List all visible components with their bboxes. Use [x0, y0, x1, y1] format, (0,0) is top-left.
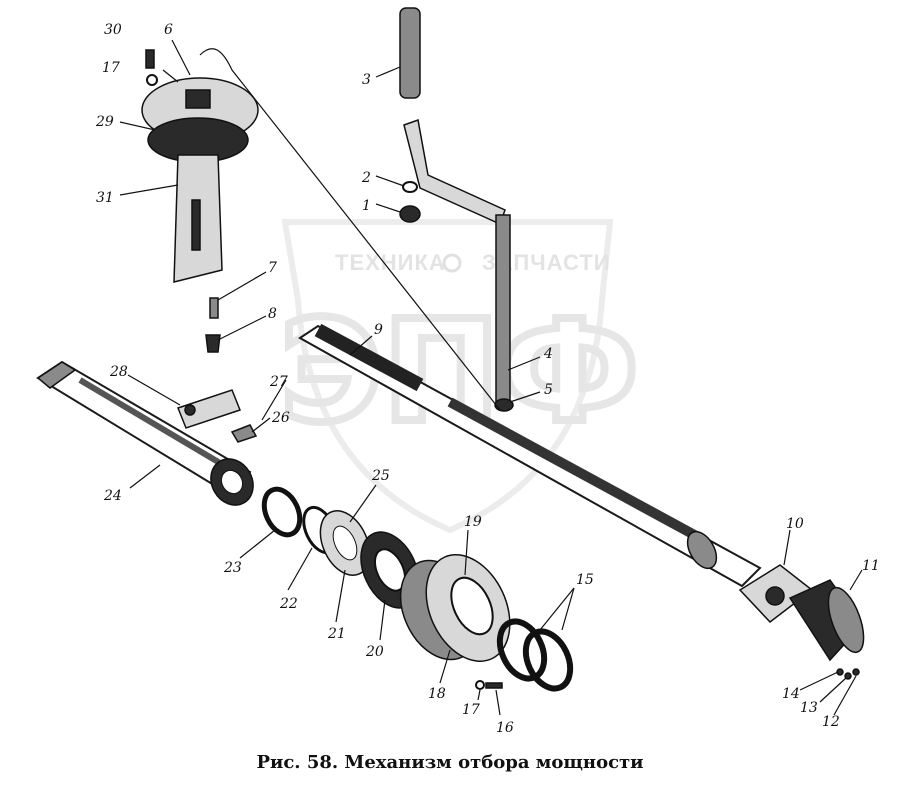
part-1-nut [399, 205, 421, 223]
callout-13: 13 [800, 700, 818, 716]
callout-16: 16 [496, 720, 514, 736]
part-16-bolt [485, 682, 503, 689]
watermark: ТЕХНИКА ЗАПЧАСТИ ЭПФ [276, 219, 643, 534]
callout-12: 12 [822, 714, 840, 730]
callout-26: 26 [271, 410, 290, 426]
callout-30: 30 [104, 22, 122, 38]
part-7-spring [209, 297, 219, 319]
callout-23: 23 [223, 560, 242, 576]
part-24-hollow-shaft [36, 360, 254, 506]
callout-20: 20 [365, 644, 384, 660]
callout-22: 22 [279, 596, 298, 612]
callout-5: 5 [544, 382, 553, 398]
part-4-lever-rod [403, 118, 514, 412]
part-26-pin [230, 424, 258, 443]
cable-line [199, 48, 501, 411]
callout-17-top: 17 [102, 60, 120, 76]
callout-31: 31 [96, 190, 114, 206]
part-18-flange-housing [425, 554, 511, 662]
part-28-fork [177, 389, 241, 429]
callout-4: 4 [543, 346, 553, 362]
callout-14: 14 [782, 686, 800, 702]
callout-6: 6 [164, 22, 173, 38]
leader-lines [119, 39, 863, 716]
part-30-bolt [145, 49, 155, 69]
callout-19: 19 [464, 514, 482, 530]
callout-17-bottom: 17 [462, 702, 480, 718]
part-12-13-14-fasteners [836, 668, 860, 680]
callout-10: 10 [786, 516, 804, 532]
callout-3: 3 [362, 72, 371, 88]
part-2-washer [402, 181, 418, 193]
callout-1: 1 [362, 198, 371, 214]
callout-24: 24 [103, 488, 122, 504]
figure-caption: Рис. 58. Механизм отбора мощности [256, 752, 644, 773]
part-9-main-shaft [298, 323, 762, 588]
part-15-seals [496, 618, 574, 692]
callout-numbers: 30 6 17 29 31 3 2 1 7 8 9 4 5 27 26 28 2… [95, 22, 880, 736]
part-17-bottom-washer [475, 680, 485, 690]
callout-9: 9 [374, 322, 383, 338]
watermark-logo-letters: ЭПФ [280, 291, 639, 454]
part-8-plunger [205, 334, 221, 353]
part-23-lock-ring [261, 486, 303, 538]
callout-25: 25 [371, 468, 390, 484]
callout-11: 11 [862, 558, 880, 574]
part-11-coupling [788, 579, 865, 662]
callout-21: 21 [327, 626, 346, 642]
gear-icon [442, 253, 462, 273]
callout-2: 2 [361, 170, 371, 186]
callout-7: 7 [268, 260, 277, 276]
part-3-handle [399, 7, 421, 99]
callout-8: 8 [268, 306, 277, 322]
part-31-housing [173, 154, 223, 283]
callout-27: 27 [269, 374, 288, 390]
part-29-cover [141, 77, 259, 163]
callout-15: 15 [576, 572, 594, 588]
part-21-washer [319, 510, 371, 576]
callout-28: 28 [109, 364, 128, 380]
callout-29: 29 [95, 114, 114, 130]
callout-18: 18 [428, 686, 446, 702]
part-17-top-washer [146, 74, 158, 86]
